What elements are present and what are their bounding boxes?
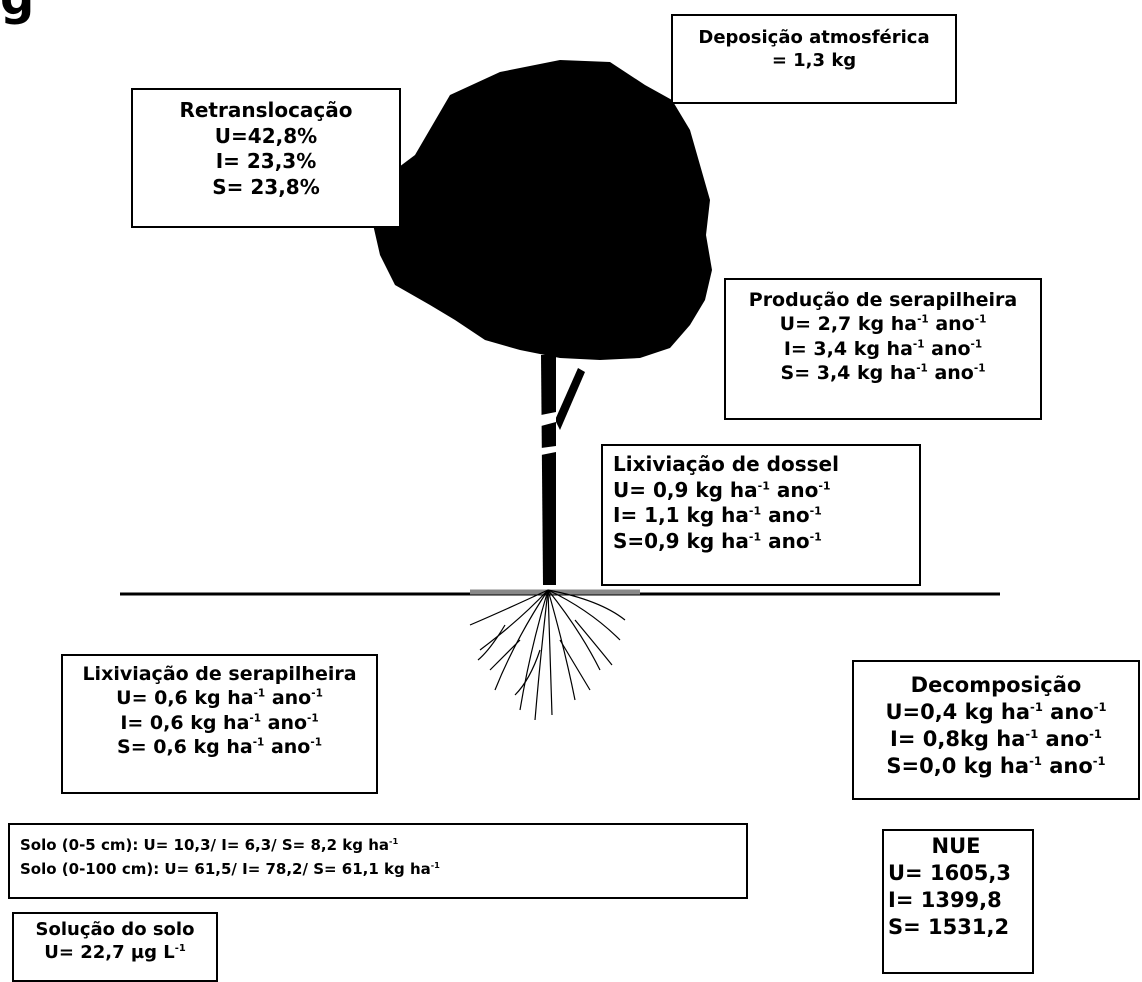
producao-box: Produção de serapilheira U= 2,7 kg ha-1 …	[724, 278, 1042, 420]
partial-title: g	[0, 0, 34, 26]
retranslocacao-box: Retranslocação U=42,8% I= 23,3% S= 23,8%	[131, 88, 401, 228]
solo-0-100: Solo (0-100 cm): U= 61,5/ I= 78,2/ S= 61…	[20, 860, 440, 878]
decomposicao-u: U=0,4 kg ha-1 ano-1	[885, 699, 1107, 724]
solucao-title: Solução do solo	[35, 919, 195, 940]
retranslocacao-u: U=42,8%	[214, 123, 318, 148]
decomposicao-title: Decomposição	[910, 673, 1082, 697]
lixiviacao-dossel-title: Lixiviação de dossel	[613, 452, 839, 476]
lixiviacao-serapilheira-title: Lixiviação de serapilheira	[82, 663, 357, 685]
lixiviacao-serapilheira-i: I= 0,6 kg ha-1 ano-1	[120, 711, 319, 734]
lixiviacao-serapilheira-s: S= 0,6 kg ha-1 ano-1	[117, 735, 322, 758]
lixiviacao-dossel-box: Lixiviação de dossel U= 0,9 kg ha-1 ano-…	[601, 444, 921, 586]
solucao-box: Solução do solo U= 22,7 µg L-1	[12, 912, 218, 982]
retranslocacao-i: I= 23,3%	[215, 149, 317, 174]
lixiviacao-dossel-i: I= 1,1 kg ha-1 ano-1	[613, 503, 822, 528]
retranslocacao-s: S= 23,8%	[212, 174, 320, 199]
decomposicao-i: I= 0,8kg ha-1 ano-1	[890, 726, 1102, 751]
retranslocacao-title: Retranslocação	[179, 98, 353, 122]
nue-s: S= 1531,2	[888, 914, 1010, 939]
solucao-value: U= 22,7 µg L-1	[44, 942, 186, 964]
tree-trunk	[541, 355, 556, 585]
lixiviacao-serapilheira-u: U= 0,6 kg ha-1 ano-1	[116, 687, 323, 710]
lixiviacao-dossel-u: U= 0,9 kg ha-1 ano-1	[613, 477, 831, 502]
producao-s: S= 3,4 kg ha-1 ano-1	[780, 361, 986, 384]
nue-i: I= 1399,8	[888, 887, 1002, 912]
producao-i: I= 3,4 kg ha-1 ano-1	[783, 337, 983, 360]
tree-branch	[555, 368, 585, 430]
producao-u: U= 2,7 kg ha-1 ano-1	[779, 313, 987, 336]
decomposicao-s: S=0,0 kg ha-1 ano-1	[886, 753, 1106, 778]
deposicao-box: Deposição atmosférica = 1,3 kg	[671, 14, 957, 104]
nue-u: U= 1605,3	[888, 860, 1011, 885]
solo-0-5: Solo (0-5 cm): U= 10,3/ I= 6,3/ S= 8,2 k…	[20, 836, 399, 854]
nue-box: NUE U= 1605,3 I= 1399,8 S= 1531,2	[882, 829, 1034, 974]
lixiviacao-serapilheira-box: Lixiviação de serapilheira U= 0,6 kg ha-…	[61, 654, 378, 794]
tree-roots	[469, 589, 626, 721]
lixiviacao-dossel-s: S=0,9 kg ha-1 ano-1	[613, 528, 822, 553]
solo-box: Solo (0-5 cm): U= 10,3/ I= 6,3/ S= 8,2 k…	[8, 823, 748, 899]
producao-title: Produção de serapilheira	[748, 289, 1018, 311]
tree-canopy	[372, 60, 712, 360]
deposicao-title: Deposição atmosférica	[698, 27, 930, 48]
nue-title: NUE	[931, 834, 981, 858]
decomposicao-box: Decomposição U=0,4 kg ha-1 ano-1 I= 0,8k…	[852, 660, 1140, 800]
deposicao-value: = 1,3 kg	[771, 50, 857, 72]
